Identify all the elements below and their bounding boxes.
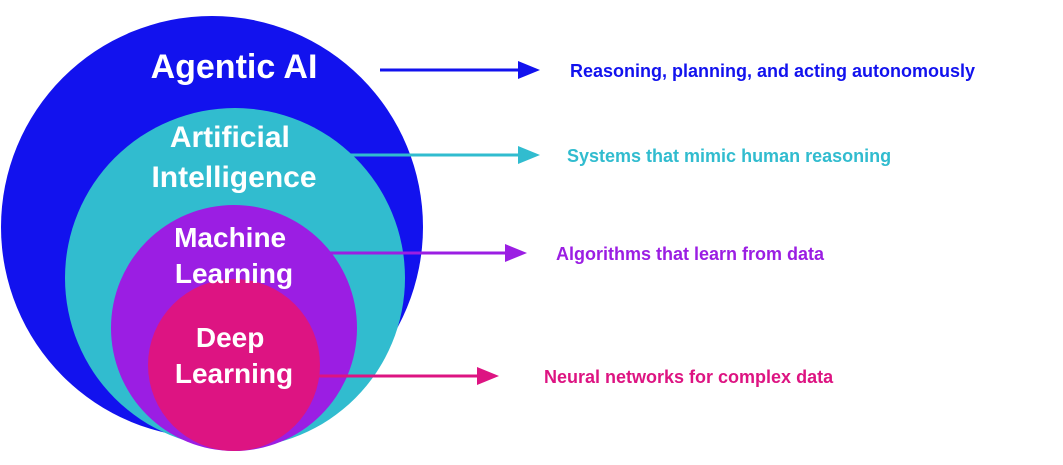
description-agentic-ai: Reasoning, planning, and acting autonomo… [570,61,975,81]
description-deep-learning: Neural networks for complex data [544,367,834,387]
description-artificial-intelligence: Systems that mimic human reasoning [567,146,891,166]
label-machine-learning: Machine Learning [174,222,294,289]
arrow-deep-learning [318,367,499,385]
arrow-machine-learning [330,244,527,262]
arrow-agentic [380,61,540,79]
description-machine-learning: Algorithms that learn from data [556,244,825,264]
label-deep-learning: Deep Learning [175,322,293,389]
arrow-artificial-intelligence [350,146,540,164]
label-artificial-intelligence: Artificial Intelligence [151,121,316,194]
label-agentic-ai: Agentic AI [151,48,318,86]
circle-deep-learning [148,279,320,451]
